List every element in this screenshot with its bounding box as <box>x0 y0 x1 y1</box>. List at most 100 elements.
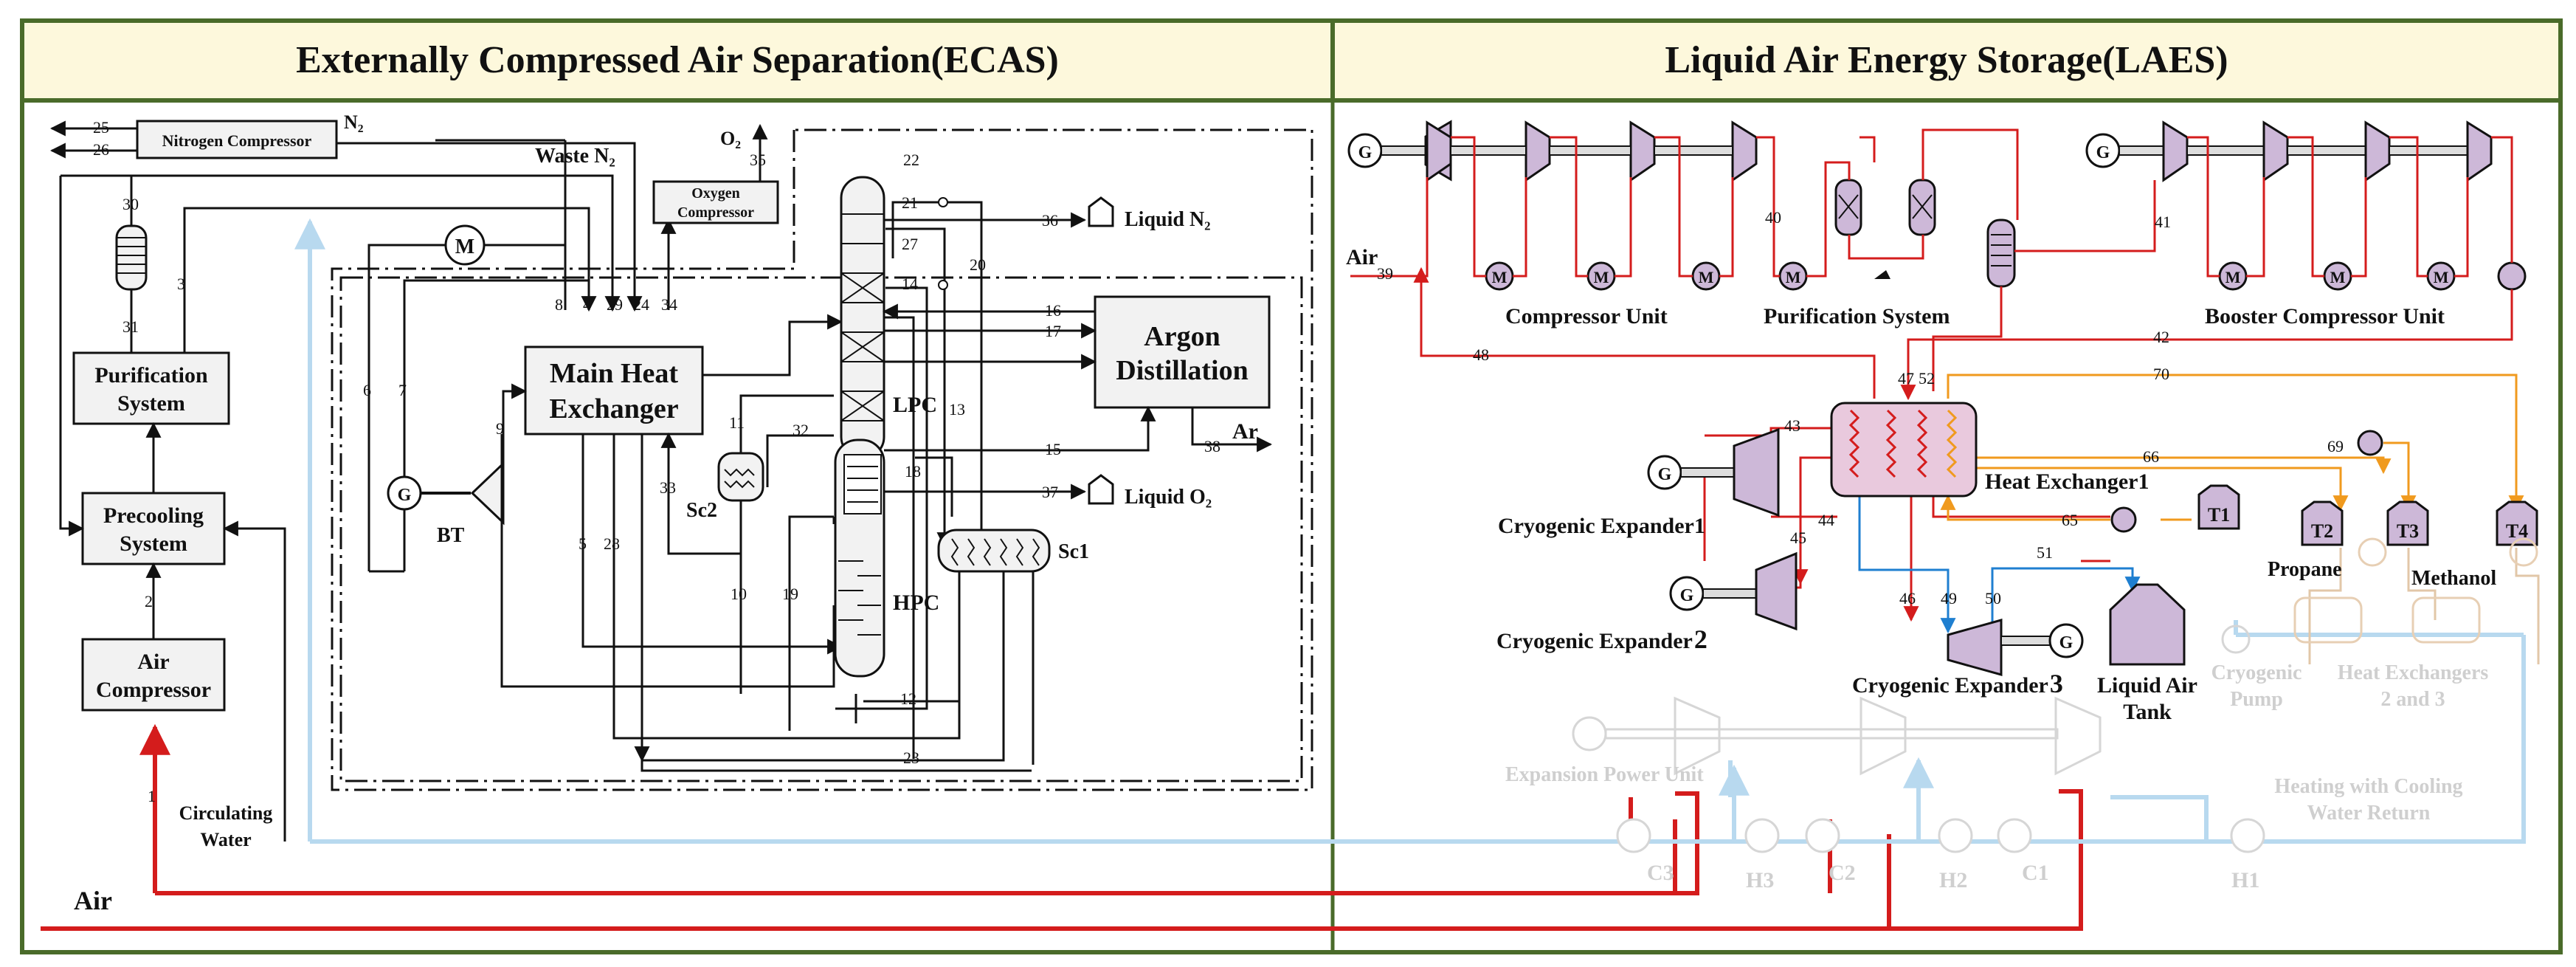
svg-text:Cryogenic: Cryogenic <box>2211 661 2302 684</box>
svg-text:System: System <box>120 531 187 556</box>
ecas-left-lines <box>49 120 677 842</box>
generator-bt: G <box>387 461 505 526</box>
purification-system-laes <box>1834 179 2016 288</box>
svg-text:Liquid Air: Liquid Air <box>2097 673 2197 698</box>
svg-text:24: 24 <box>633 295 649 314</box>
compressor-unit: G <box>1347 120 1758 182</box>
svg-text:M: M <box>2225 268 2241 286</box>
heat-exchanger-1-label: Heat Exchanger1 <box>1985 469 2149 494</box>
heater-coolers <box>1616 818 2265 853</box>
oxygen-compressor: Oxygen Compressor <box>652 180 779 224</box>
svg-text:G: G <box>2059 633 2073 653</box>
svg-text:Water Return: Water Return <box>2307 802 2431 825</box>
svg-text:49: 49 <box>1941 589 1957 608</box>
heat-exchanger-1 <box>1830 402 1978 498</box>
svg-text:32: 32 <box>793 421 809 439</box>
svg-text:51: 51 <box>2037 543 2053 562</box>
outer-dashed-boundary <box>331 128 1313 791</box>
booster-compressor-label: Booster Compressor Unit <box>2205 304 2445 328</box>
svg-text:T2: T2 <box>2311 520 2333 542</box>
svg-text:70: 70 <box>2153 365 2169 383</box>
subcooler-sc2 <box>717 452 764 502</box>
svg-text:Nitrogen Compressor: Nitrogen Compressor <box>162 131 312 150</box>
purification-system-ecas: Purification System <box>72 351 230 425</box>
svg-text:Water: Water <box>200 829 251 850</box>
svg-text:48: 48 <box>1473 345 1489 364</box>
svg-text:System: System <box>117 391 185 416</box>
cryogenic-expander-3-label: Cryogenic Expander3 <box>1852 669 2063 698</box>
svg-text:Distillation: Distillation <box>1116 355 1248 386</box>
argon-lines <box>882 212 1273 500</box>
storage-tank-t1: T1 <box>2197 484 2240 530</box>
svg-text:46: 46 <box>1899 589 1916 608</box>
liquid-o2-tank-icon <box>1088 474 1114 505</box>
svg-text:14: 14 <box>902 275 918 293</box>
svg-text:10: 10 <box>731 585 747 603</box>
heating-cooling-label: Heating with Cooling Water Return <box>2274 775 2462 825</box>
svg-text:28: 28 <box>604 534 620 553</box>
svg-text:15: 15 <box>1045 440 1061 458</box>
filter-icon <box>115 224 148 291</box>
cryogenic-expander-3: G <box>1947 619 2084 676</box>
svg-text:37: 37 <box>1042 483 1058 501</box>
laes-header-box <box>1330 18 2563 103</box>
svg-text:Cryogenic Expander3: Cryogenic Expander3 <box>1852 669 2063 698</box>
precooling-system: Precooling System <box>81 492 226 565</box>
svg-text:Heat Exchangers: Heat Exchangers <box>2338 661 2489 684</box>
liquid-n2-label: Liquid N₂ <box>1125 208 1211 231</box>
svg-text:36: 36 <box>1042 211 1058 230</box>
svg-text:42: 42 <box>2153 328 2169 346</box>
svg-text:40: 40 <box>1765 208 1781 227</box>
svg-text:M: M <box>1492 268 1508 286</box>
booster-motor: M <box>444 224 486 266</box>
svg-text:Precooling: Precooling <box>103 503 204 528</box>
svg-text:12: 12 <box>900 689 916 708</box>
svg-text:G: G <box>398 486 412 505</box>
svg-text:7: 7 <box>398 381 407 399</box>
svg-text:13: 13 <box>949 400 965 419</box>
laes-air-label: Air <box>1346 245 1378 269</box>
svg-text:M: M <box>455 235 474 258</box>
svg-text:M: M <box>1594 268 1609 286</box>
valve-icon <box>938 197 948 207</box>
storage-tank-t3: T3 <box>2386 500 2429 546</box>
cryogenic-expander-2: G <box>1669 551 1798 631</box>
svg-text:41: 41 <box>2155 213 2171 231</box>
svg-text:33: 33 <box>660 478 676 497</box>
storage-tank-t4: T4 <box>2496 500 2538 546</box>
heater-labels: C3 H3 C2 H2 C1 H1 <box>1647 861 2259 892</box>
svg-text:50: 50 <box>1985 589 2001 608</box>
svg-text:C3: C3 <box>1647 861 1674 885</box>
ar-label: Ar <box>1232 419 1258 444</box>
svg-text:3: 3 <box>177 275 185 293</box>
svg-text:Purification: Purification <box>94 363 208 388</box>
booster-compressor-unit: G M M M <box>2085 120 2527 291</box>
laes-title: Liquid Air Energy Storage(LAES) <box>1665 39 2228 81</box>
svg-text:C2: C2 <box>1829 861 1856 885</box>
liquid-air-tank-label: Liquid Air Tank <box>2097 673 2197 724</box>
svg-text:T3: T3 <box>2397 520 2419 542</box>
svg-text:21: 21 <box>902 193 918 212</box>
svg-text:Cryogenic Expander2: Cryogenic Expander2 <box>1496 624 1707 654</box>
nitrogen-compressor: Nitrogen Compressor <box>136 120 338 159</box>
svg-text:Heating with Cooling: Heating with Cooling <box>2274 775 2462 798</box>
hpc-label: HPC <box>893 591 939 615</box>
svg-text:39: 39 <box>1377 264 1393 283</box>
laes-blue-lines <box>1858 496 2141 635</box>
svg-text:M: M <box>2434 268 2449 286</box>
svg-text:Argon: Argon <box>1144 321 1220 352</box>
svg-text:9: 9 <box>496 419 504 438</box>
sc2-label: Sc2 <box>686 499 717 522</box>
svg-text:25: 25 <box>93 118 109 137</box>
heat-exchangers-2-3-label: Heat Exchangers 2 and 3 <box>2338 661 2489 711</box>
svg-text:23: 23 <box>903 749 919 767</box>
storage-tank-t2: T2 <box>2301 500 2344 546</box>
ecas-internal-lines <box>367 201 1035 772</box>
svg-text:30: 30 <box>122 195 139 213</box>
cryogenic-expander-2-label: Cryogenic Expander2 <box>1496 624 1707 654</box>
svg-text:G: G <box>2096 143 2110 162</box>
svg-text:45: 45 <box>1790 529 1806 547</box>
